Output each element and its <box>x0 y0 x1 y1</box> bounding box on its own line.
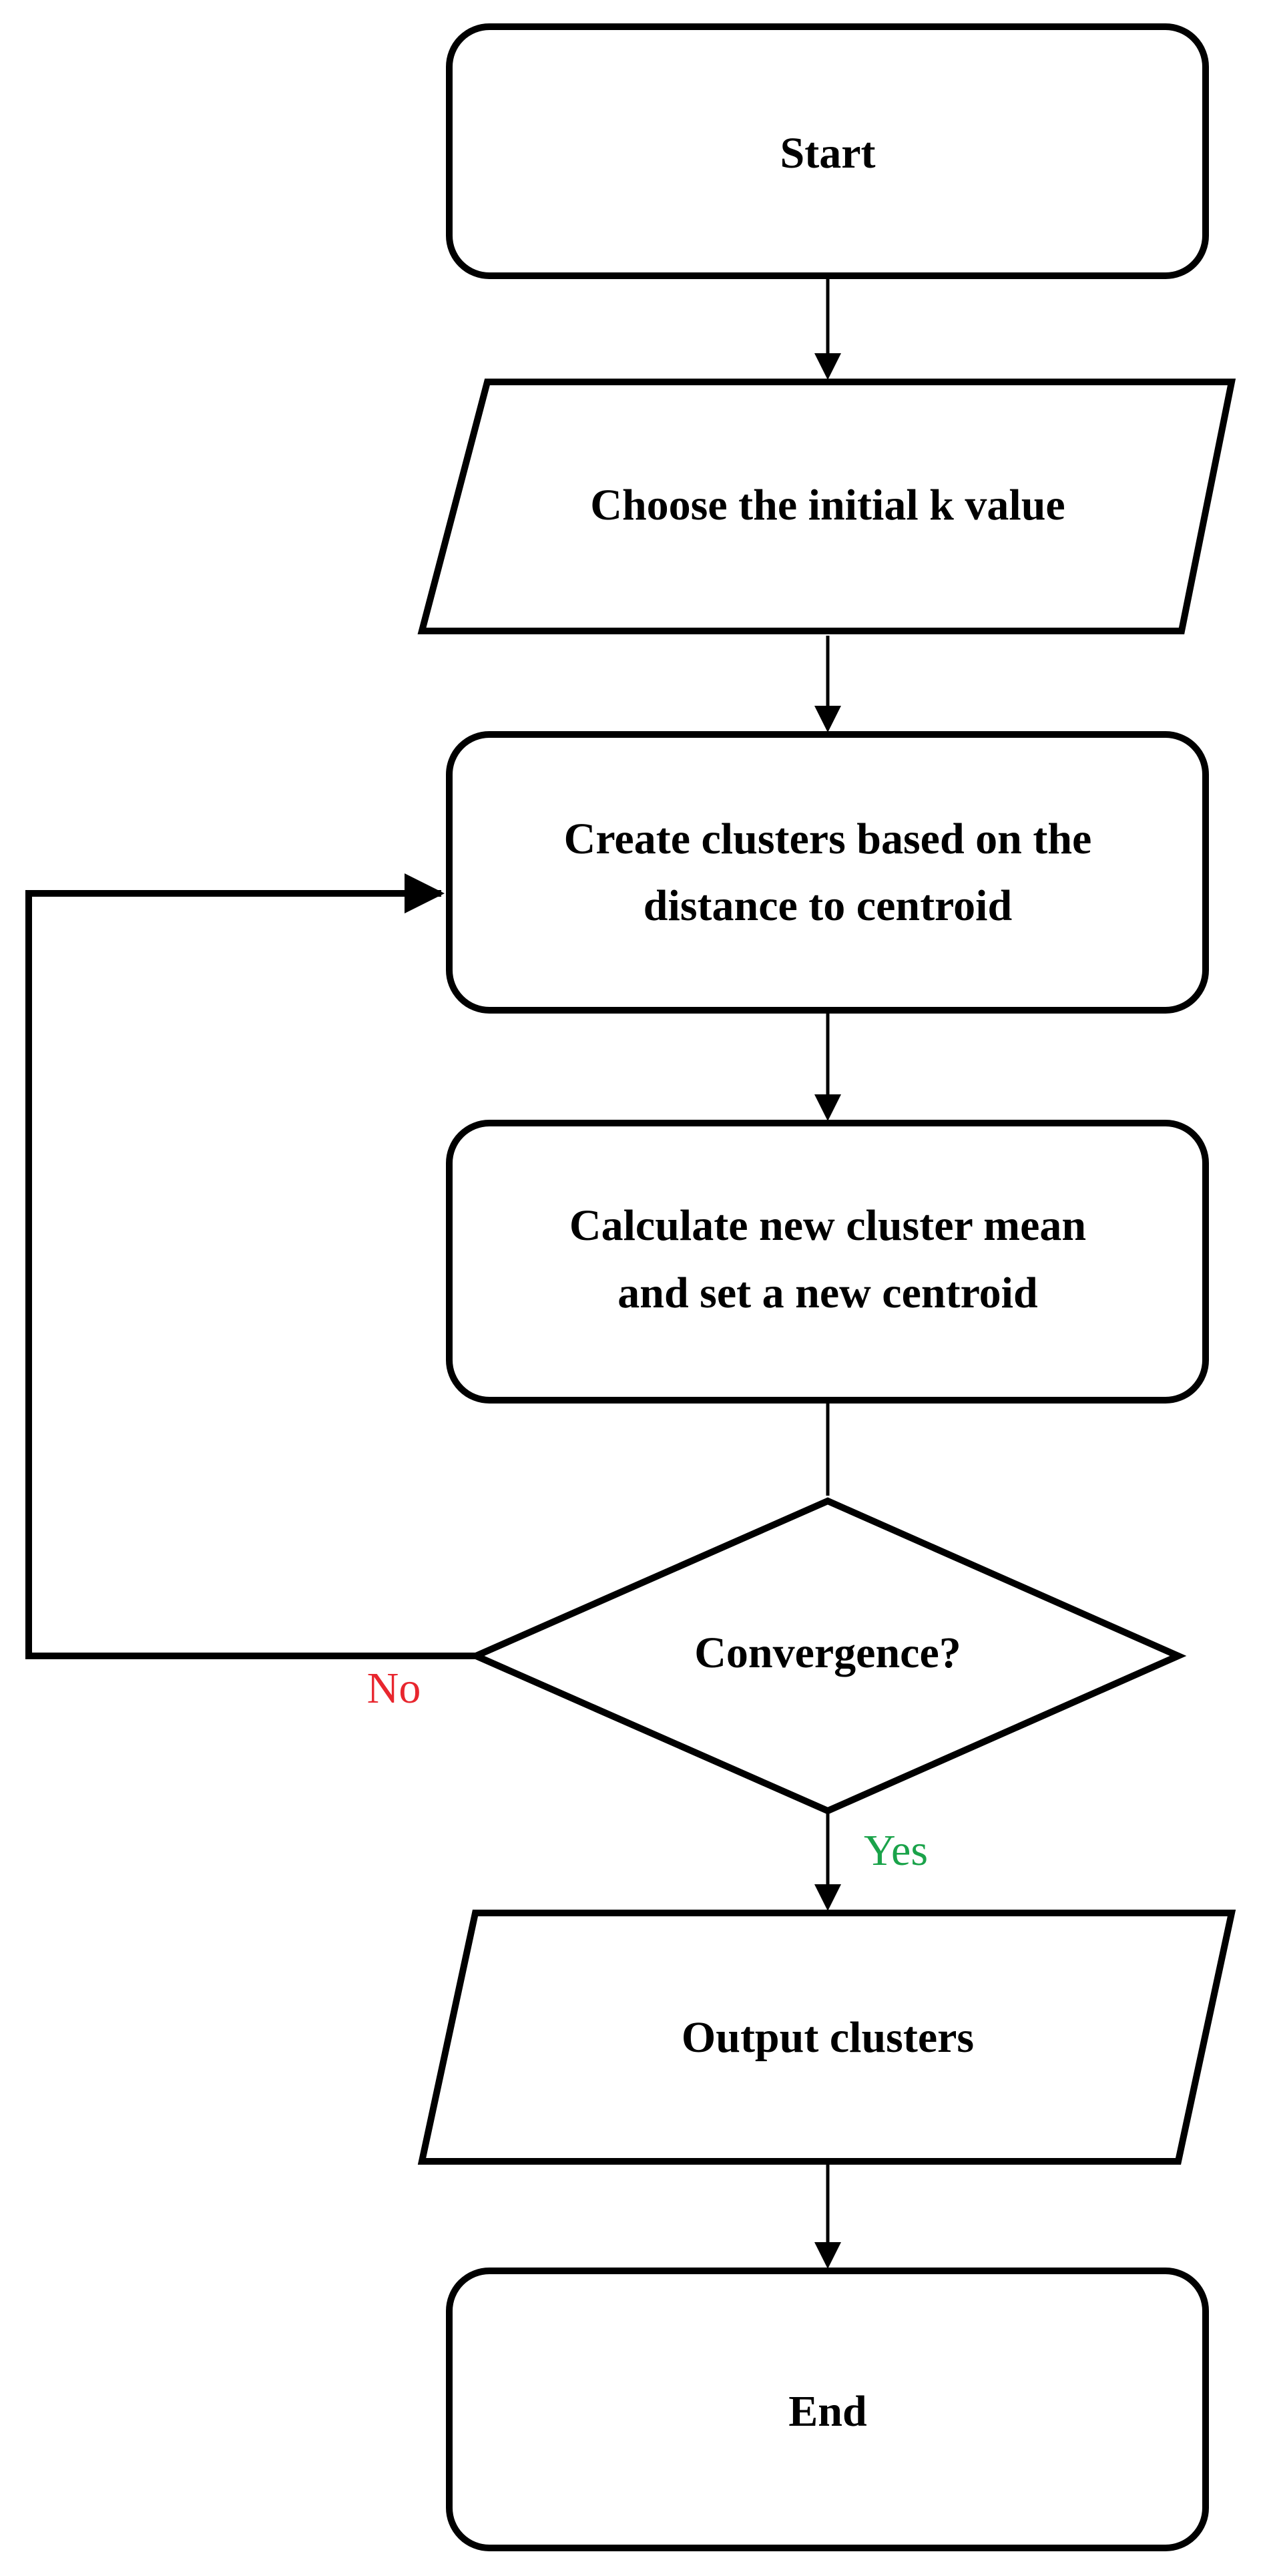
choose-k-label: Choose the initial k value <box>590 481 1065 529</box>
create-clusters-label-line-2: distance to centroid <box>644 881 1012 930</box>
yes-label: Yes <box>864 1826 928 1875</box>
end-node: End <box>446 2268 1209 2551</box>
create-clusters-label-line-1: Create clusters based on the <box>564 815 1092 863</box>
calc-mean-shape <box>446 1120 1209 1404</box>
output-node: Output clusters <box>417 1910 1236 2165</box>
output-shape <box>417 1910 1236 2165</box>
choose-k-node: Choose the initial k value <box>417 379 1236 634</box>
start-node: Start <box>446 23 1209 279</box>
convergence-label: Convergence? <box>694 1629 961 1677</box>
no-label: No <box>367 1664 421 1713</box>
end-shape <box>446 2268 1209 2551</box>
edge-no-loop-to-create-clusters <box>25 873 476 1659</box>
convergence-node: Convergence? <box>467 1497 1187 1815</box>
calc-mean-label-line-1: Calculate new cluster mean <box>569 1201 1086 1250</box>
end-label: End <box>788 2387 866 2436</box>
choose-k-shape <box>417 379 1236 634</box>
output-label: Output clusters <box>682 2013 974 2062</box>
calc-mean-node: Calculate new cluster mean and set a new… <box>446 1120 1209 1404</box>
create-clusters-shape <box>446 731 1209 1014</box>
create-clusters-node: Create clusters based on the distance to… <box>446 731 1209 1014</box>
calc-mean-label-line-2: and set a new centroid <box>617 1269 1037 1317</box>
start-label: Start <box>780 129 876 178</box>
